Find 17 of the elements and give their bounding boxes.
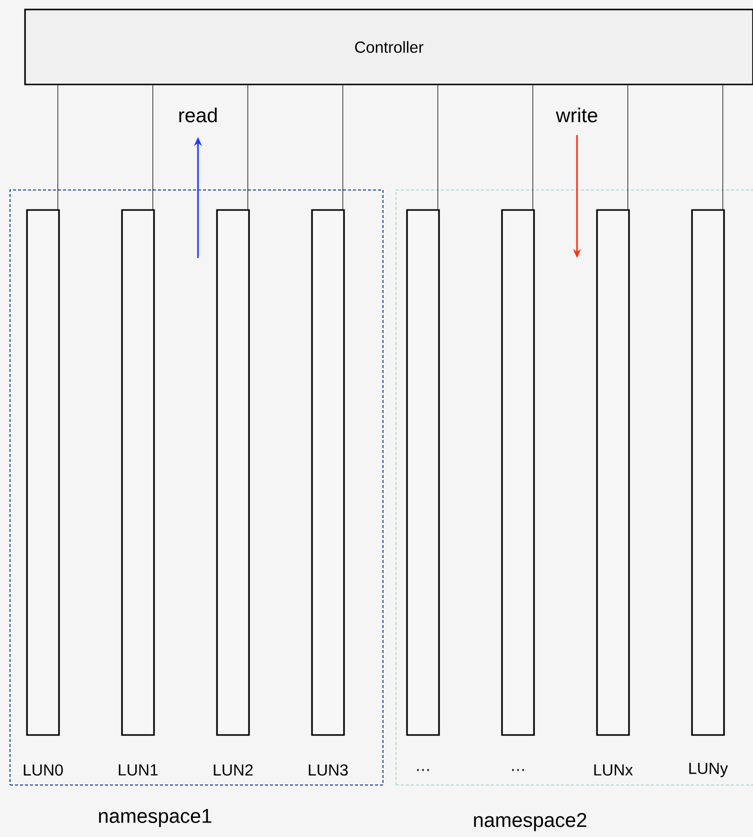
lun-label: LUNy bbox=[689, 762, 728, 778]
lun-label: LUN3 bbox=[308, 764, 348, 776]
direction-label: write bbox=[556, 108, 598, 122]
namespace-label: namespace2 bbox=[474, 812, 586, 832]
controller-box: Controller bbox=[24, 8, 753, 86]
connector-line bbox=[152, 85, 154, 210]
lun-label: LUN1 bbox=[118, 764, 158, 776]
lun-label: LUN2 bbox=[214, 764, 253, 776]
lun-label: … bbox=[512, 769, 524, 771]
lun-label: … bbox=[417, 769, 429, 771]
lun-label: LUN0 bbox=[24, 764, 63, 776]
namespace-label: namespace1 bbox=[99, 809, 212, 827]
connector-line bbox=[722, 85, 724, 210]
lun-label: LUNx bbox=[594, 764, 633, 776]
connector-line bbox=[532, 85, 534, 210]
direction-label: read bbox=[179, 108, 217, 122]
connector-line bbox=[342, 85, 344, 210]
